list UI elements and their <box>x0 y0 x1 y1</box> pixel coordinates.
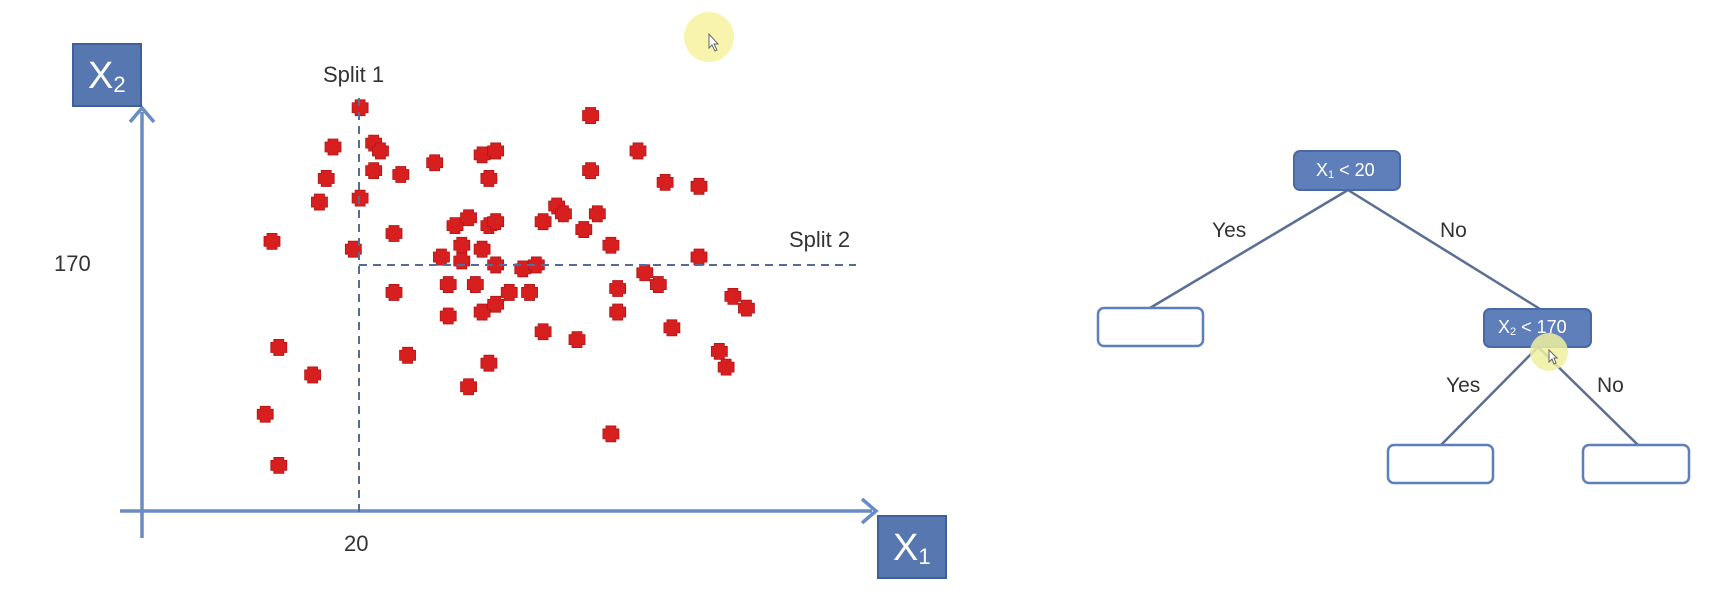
scatter-plot: X2 X1 Split 1 Split 2 20 170 <box>54 12 947 579</box>
scatter-point <box>534 213 552 231</box>
branch-label-yes-2: Yes <box>1446 374 1480 397</box>
leaf-bottom-left <box>1386 443 1495 485</box>
child-node: X2 < 170 <box>1483 308 1592 348</box>
scatter-point <box>636 264 654 282</box>
scatter-point <box>460 378 477 396</box>
branch-label-no-2: No <box>1597 374 1624 397</box>
scatter-point <box>649 276 667 293</box>
decision-tree: X1 < 20 X2 < 170 Yes No Yes No <box>1096 150 1691 485</box>
scatter-point <box>575 221 593 238</box>
scatter-point <box>602 425 620 443</box>
scatter-point <box>690 248 708 266</box>
scatter-point <box>439 307 457 325</box>
scatter-point <box>534 323 552 341</box>
branch-label-yes-1: Yes <box>1212 219 1246 242</box>
scatter-point <box>602 236 620 254</box>
scatter-point <box>399 346 416 364</box>
scatter-point <box>263 232 281 250</box>
scatter-point <box>663 319 681 337</box>
scatter-point <box>385 284 403 301</box>
scatter-point <box>317 170 335 187</box>
scatter-point <box>392 166 410 183</box>
scatter-point <box>521 284 538 301</box>
scatter-point <box>466 276 484 293</box>
scatter-point <box>473 303 491 321</box>
x-axis-label: X1 <box>893 527 931 569</box>
scatter-point <box>588 205 606 223</box>
scatter-point <box>480 354 498 372</box>
mouse-cursor-icon-tree <box>1548 348 1559 365</box>
scatter-point <box>527 256 545 274</box>
scatter-point <box>487 142 505 160</box>
scatter-point <box>487 295 505 313</box>
scatter-point <box>487 256 505 274</box>
edge-child-left <box>1440 346 1539 446</box>
scatter-point <box>555 205 572 223</box>
scatter-point <box>453 236 471 254</box>
scatter-point <box>446 217 464 235</box>
scatter-point <box>453 252 471 270</box>
scatter-point <box>351 189 369 207</box>
root-node: X1 < 20 <box>1293 150 1401 191</box>
scatter-point <box>480 170 498 187</box>
scatter-point <box>304 366 322 384</box>
edge-root-right <box>1347 188 1541 311</box>
scatter-point <box>385 225 403 242</box>
edge-root-left <box>1149 188 1349 310</box>
scatter-point <box>426 154 444 172</box>
y-axis-label: X2 <box>88 55 126 97</box>
root-node-label: X1 < 20 <box>1316 160 1375 181</box>
y-axis-arrowhead <box>128 105 156 124</box>
scatter-point <box>473 146 491 164</box>
scatter-point <box>473 240 491 258</box>
y-tick-170: 170 <box>54 251 91 276</box>
scatter-point <box>738 299 755 317</box>
y-axis-label-box: X2 <box>72 43 142 107</box>
scatter-point <box>439 276 457 293</box>
scatter-point <box>568 331 586 348</box>
split-2-label: Split 2 <box>789 227 850 252</box>
scatter-point <box>717 358 735 376</box>
scatter-point <box>710 342 728 360</box>
scatter-point <box>656 173 674 191</box>
scatter-point <box>460 209 477 227</box>
scatter-point <box>256 405 274 423</box>
scatter-point <box>609 303 627 321</box>
scatter-point <box>690 177 708 195</box>
leaf-left <box>1096 306 1205 348</box>
scatter-point <box>372 142 389 160</box>
child-node-label: X2 < 170 <box>1498 317 1567 338</box>
scatter-point <box>582 107 599 124</box>
scatter-point <box>487 213 505 231</box>
scatter-point <box>311 193 328 211</box>
scatter-points <box>256 99 755 474</box>
scatter-point <box>433 248 450 266</box>
x-axis-arrowhead <box>860 497 879 525</box>
mouse-cursor-icon <box>708 32 720 52</box>
scatter-point <box>609 280 627 297</box>
scatter-point <box>582 162 599 179</box>
scatter-point <box>324 138 342 156</box>
scatter-point <box>351 99 369 117</box>
branch-label-no-1: No <box>1440 219 1467 242</box>
scatter-point <box>365 162 383 179</box>
scatter-point <box>270 456 288 474</box>
scatter-point <box>629 142 647 160</box>
scatter-point <box>270 339 288 356</box>
leaf-bottom-right <box>1581 443 1691 485</box>
split-1-label: Split 1 <box>323 62 384 87</box>
scatter-point <box>500 284 518 301</box>
x-axis-label-box: X1 <box>877 515 947 579</box>
x-tick-20: 20 <box>344 531 368 556</box>
scatter-point <box>724 287 742 305</box>
